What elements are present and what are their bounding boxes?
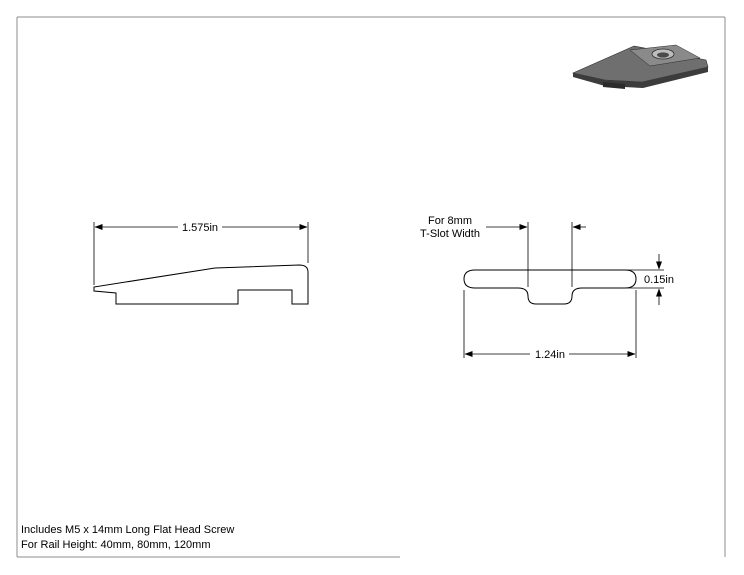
side-view: 1.575in	[93, 222, 309, 305]
notes-block: Includes M5 x 14mm Long Flat Head Screw …	[21, 523, 234, 553]
side-profile-outline	[93, 264, 309, 305]
end-thickness-label: 0.15in	[644, 274, 674, 286]
isometric-view	[572, 44, 709, 89]
iso-screw-hole-inner	[657, 52, 669, 58]
note-screw: Includes M5 x 14mm Long Flat Head Screw	[21, 524, 235, 536]
slot-label-line2: T-Slot Width	[420, 228, 480, 240]
side-length-label: 1.575in	[182, 222, 218, 234]
end-width-label: 1.24in	[535, 349, 565, 361]
end-view: For 8mm T-Slot Width 1.24in 0.15in	[420, 215, 674, 361]
end-profile-outline	[463, 269, 637, 305]
iso-slot-face	[603, 82, 625, 89]
slot-label-line1: For 8mm	[428, 215, 472, 227]
sheet-border	[16, 16, 726, 558]
note-rail-height: For Rail Height: 40mm, 80mm, 120mm	[21, 539, 211, 551]
